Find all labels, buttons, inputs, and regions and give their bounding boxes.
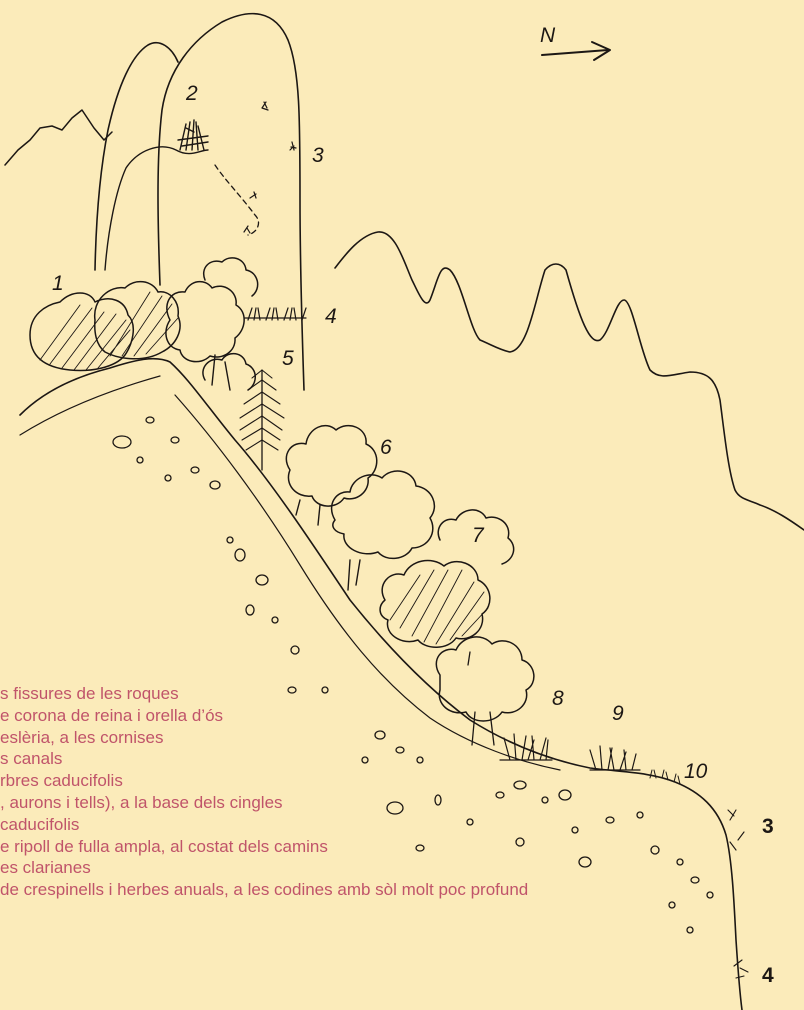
marker-8: 8 (552, 687, 564, 710)
cliff-ledge-dashed (214, 164, 260, 236)
rock-cliff (94, 12, 307, 391)
marker-9: 9 (612, 702, 624, 725)
legend-item-10: de crespinells i herbes anuals, a les co… (0, 880, 529, 900)
hatched-tree-outline (379, 559, 491, 648)
canopy-b (203, 257, 259, 297)
legend-item-6: , aurons i tells), a la base dels cingle… (0, 792, 283, 812)
marker-5: 5 (282, 347, 294, 370)
marker-4-top: 4 (325, 305, 337, 328)
cliff-back-outline (94, 41, 179, 271)
conifer-needles (239, 369, 285, 451)
deciduous-trees-upper (165, 257, 259, 391)
marker-1: 1 (52, 272, 64, 295)
hatched-tree-fill (389, 569, 489, 645)
canopy-a (165, 280, 245, 363)
cliff-front-outline (157, 12, 305, 391)
marker-3-bottom: 3 (762, 815, 774, 838)
right-fissure-plants (727, 809, 749, 979)
canopy-e (330, 470, 436, 560)
zone-markers: 1 2 3 4 5 6 7 8 9 10 3 4 (52, 82, 774, 987)
legend-item-3: eslèria, a les cornises (0, 727, 164, 747)
marker-3-top: 3 (312, 144, 324, 167)
canopy-g (435, 636, 535, 722)
crown-tuft (177, 119, 209, 151)
evergreen-tree-right (94, 280, 181, 360)
herb-patches (499, 733, 749, 979)
marker-2: 2 (185, 82, 198, 105)
tall-herbs-8 (499, 733, 553, 761)
legend-item-4: s canals (0, 749, 63, 769)
short-grass-10 (649, 769, 681, 785)
scree-stones (112, 416, 714, 934)
canopy-c (202, 352, 256, 391)
evergreen-tree-left (29, 292, 135, 372)
north-arrow-head (591, 41, 611, 61)
legend-item-8: e ripoll de fulla ampla, al costat dels … (0, 836, 328, 856)
legend-item-7: caducifolis (0, 814, 80, 834)
evergreen-hatching (39, 291, 179, 371)
tree-trunks-middle (211, 354, 361, 591)
conifer-canal-tree (239, 369, 285, 471)
north-arrow: N (540, 24, 611, 61)
deciduous-trees-middle (211, 354, 436, 591)
canopy-d (285, 424, 378, 507)
canopy-f (437, 509, 515, 565)
marker-10: 10 (684, 760, 708, 783)
fissure-plant-marks (243, 101, 297, 234)
tree-group-1 (29, 280, 181, 372)
legend-item-2: e corona de reina i orella d’ós (0, 705, 224, 725)
marker-4-bottom: 4 (762, 964, 774, 987)
deciduous-trees-lower (379, 509, 535, 746)
far-mountain-line (334, 231, 804, 531)
cliff-inner-outline (104, 146, 209, 271)
legend-item-5: rbres caducifolis (0, 771, 123, 791)
slope-ground (19, 357, 743, 1010)
slope-soil-line (19, 375, 561, 771)
cornice-grass (244, 307, 307, 321)
tree-trunks-lower (467, 651, 495, 746)
north-arrow-shaft (541, 49, 609, 56)
meadow-grass-9 (589, 745, 641, 771)
slope-upper-edge (19, 357, 743, 1010)
legend: s fissures de les roques e corona de rei… (0, 683, 528, 901)
marker-7: 7 (472, 524, 485, 547)
legend-item-1: s fissures de les roques (0, 684, 179, 703)
north-label: N (540, 24, 556, 47)
legend-item-9: es clarianes (0, 858, 91, 878)
left-ridge-line (4, 109, 113, 166)
marker-6: 6 (380, 436, 392, 459)
